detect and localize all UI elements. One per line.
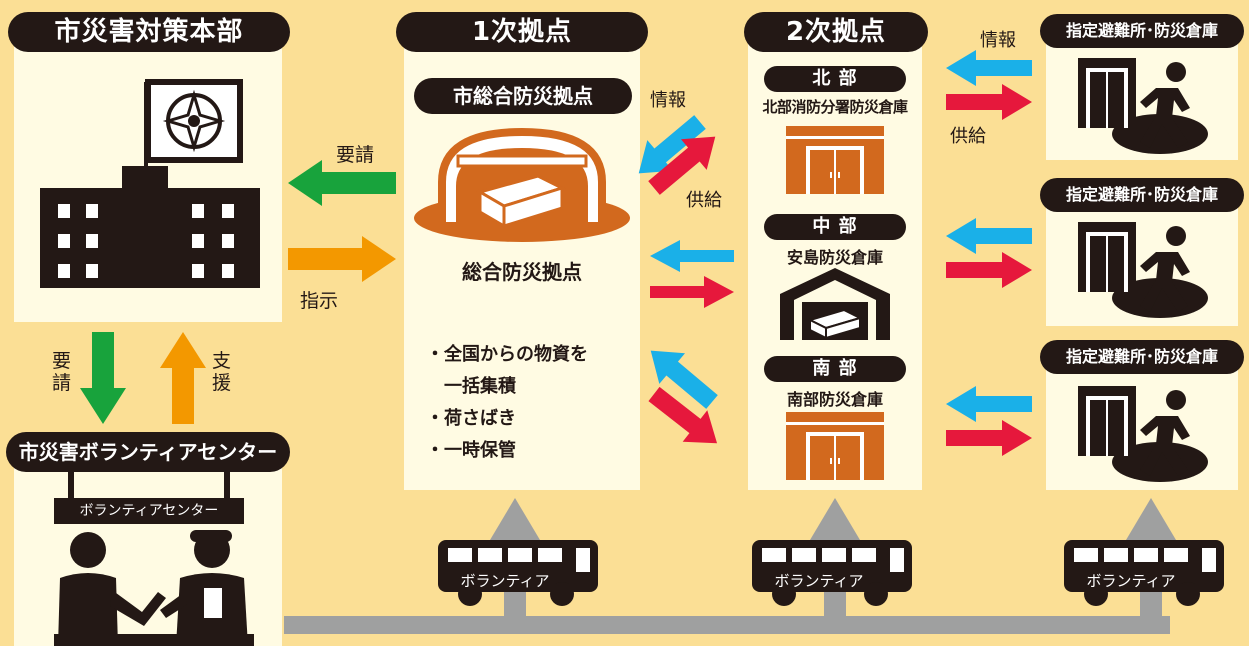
primary-supply-label: 供給 — [686, 190, 722, 211]
north-badge: 北 部 — [764, 66, 906, 92]
evacuation-exit-icon — [1078, 58, 1208, 154]
instruct-arrow-right — [288, 236, 396, 282]
evacuation-exit-icon-2 — [1078, 222, 1208, 318]
bus-icon — [438, 540, 598, 606]
city-hall-icon — [40, 79, 260, 288]
vc-support-label: 支 援 — [212, 350, 232, 394]
primary-info-label: 情報 — [650, 90, 686, 111]
bus-icon-2 — [752, 540, 912, 606]
vc-request-label: 要 請 — [52, 350, 72, 394]
request-arrow-down — [80, 332, 126, 424]
volunteer-people-icon — [54, 530, 254, 646]
warehouse-door-icon — [786, 126, 884, 194]
secondary-title: 2次拠点 — [744, 12, 928, 52]
warehouse-door-icon-south — [786, 412, 884, 480]
hq-title: 市災害対策本部 — [8, 12, 290, 52]
central-name: 安島防災倉庫 — [786, 248, 883, 267]
support-arrow-up — [160, 332, 206, 424]
south-badge: 南 部 — [764, 356, 906, 382]
bus-label-1: ボランティア — [460, 572, 550, 590]
hq-request-label: 要請 — [336, 144, 375, 166]
central-badge: 中 部 — [764, 214, 906, 240]
evacuation-exit-icon-3 — [1078, 386, 1208, 482]
primary-bullet-2: 一括集積 — [426, 376, 516, 397]
volunteer-sign-frame — [54, 470, 244, 524]
primary-bullet-3: ・荷さばき — [426, 408, 516, 429]
primary-title: 1次拠点 — [396, 12, 648, 52]
bus-label-2: ボランティア — [774, 572, 864, 590]
warehouse-dome-icon — [414, 127, 630, 242]
shelter-title-1: 指定避難所･防災倉庫 — [1040, 14, 1244, 48]
volunteer-sign: ボランティアセンター — [79, 503, 219, 519]
secondary-supply-label: 供給 — [950, 126, 986, 147]
hq-instruct-label: 指示 — [300, 290, 339, 312]
shelter-title-3: 指定避難所･防災倉庫 — [1040, 340, 1244, 374]
bus-label-3: ボランティア — [1086, 572, 1176, 590]
volunteer-center-title: 市災害ボランティアセンター — [6, 432, 290, 472]
primary-bullet-1: ・全国からの物資を — [426, 344, 588, 365]
north-name: 北部消防分署防災倉庫 — [762, 98, 908, 116]
south-name: 南部防災倉庫 — [786, 390, 883, 409]
primary-subtitle: 市総合防災拠点 — [414, 78, 632, 114]
secondary-info-label: 情報 — [980, 30, 1016, 51]
bus-icon-3 — [1064, 540, 1224, 606]
primary-base-panel — [404, 40, 640, 490]
request-arrow-left — [288, 160, 396, 206]
warehouse-dome-small-icon — [780, 268, 890, 340]
primary-facility-label: 総合防災拠点 — [462, 260, 582, 284]
primary-bullet-4: ・一時保管 — [426, 440, 516, 461]
shelter-title-2: 指定避難所･防災倉庫 — [1040, 178, 1244, 212]
